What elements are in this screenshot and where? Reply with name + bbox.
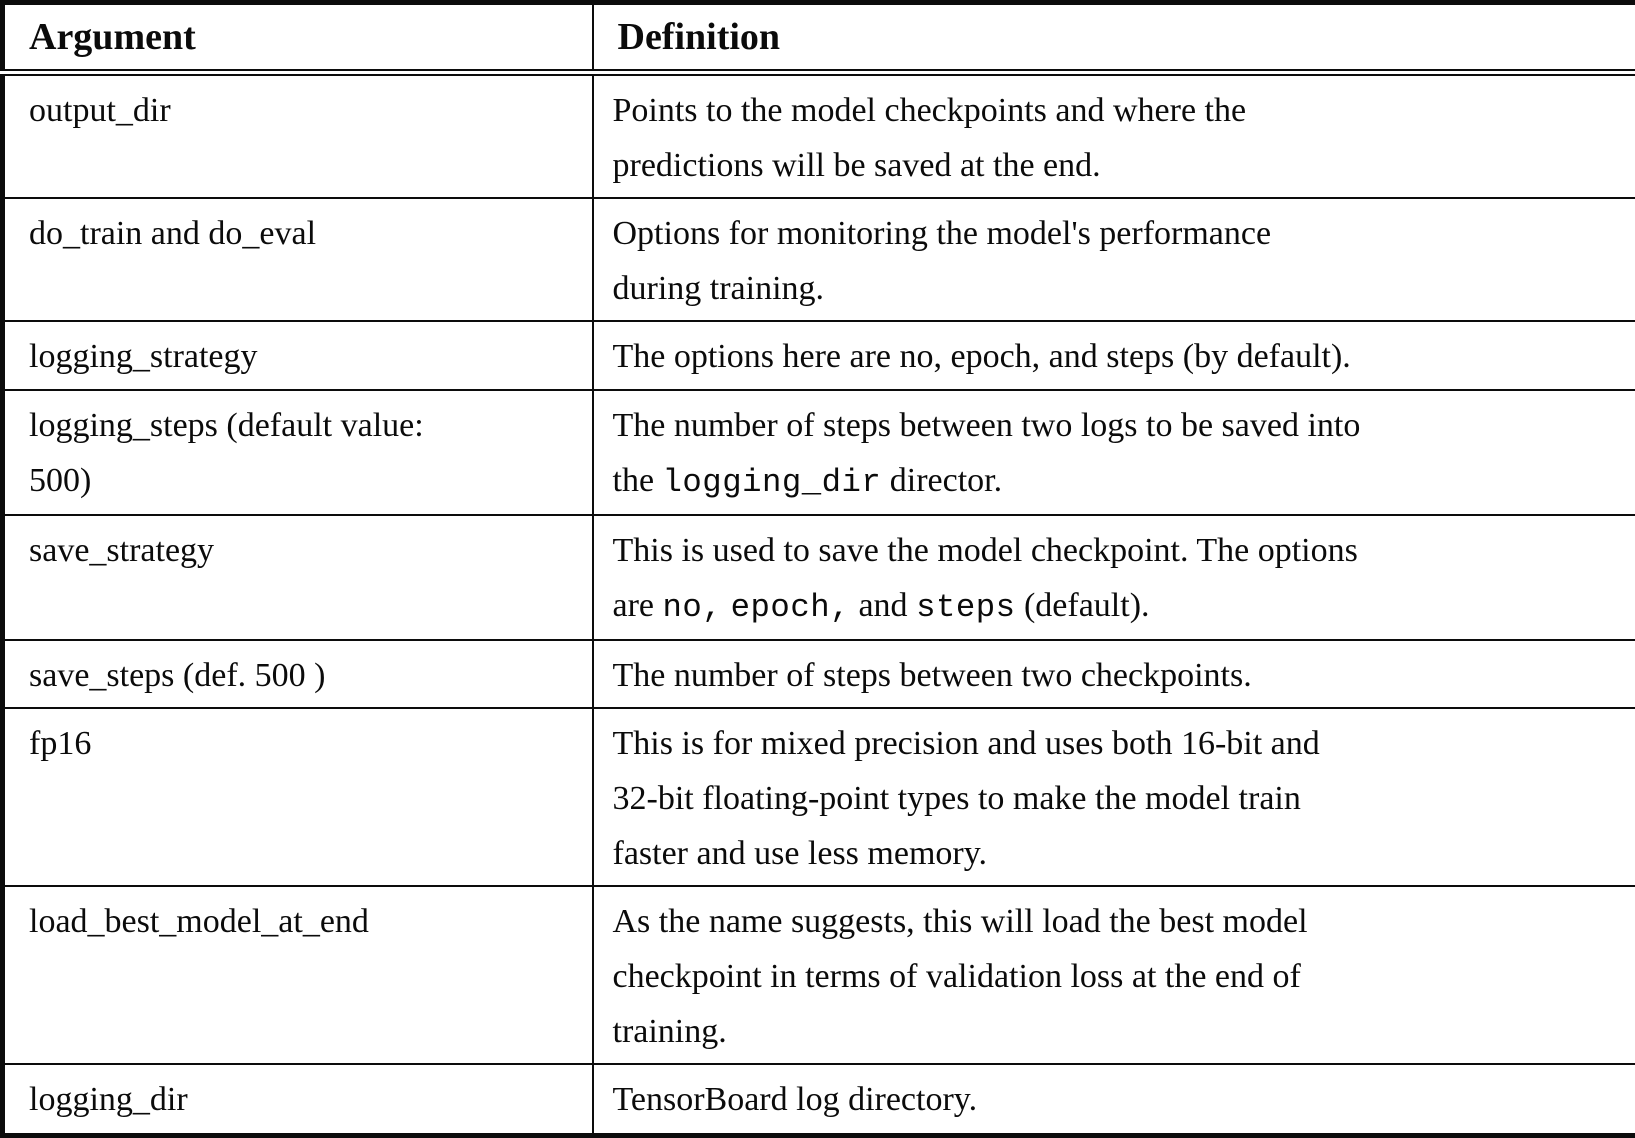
inline-code: logging_dir xyxy=(663,464,882,501)
table-row: save_steps (def. 500 )The number of step… xyxy=(3,640,1635,708)
definition-cell: Points to the model checkpoints and wher… xyxy=(593,73,1635,199)
argument-cell: logging_dir xyxy=(3,1064,593,1135)
argument-cell: do_train and do_eval xyxy=(3,198,593,321)
definition-column-header: Definition xyxy=(593,3,1635,73)
definition-cell: This is used to save the model checkpoin… xyxy=(593,515,1635,640)
table-row: logging_steps (default value: 500)The nu… xyxy=(3,390,1635,515)
inline-code: no, xyxy=(663,589,723,626)
argument-cell: logging_steps (default value: 500) xyxy=(3,390,593,515)
argument-cell: load_best_model_at_end xyxy=(3,886,593,1064)
definition-cell: TensorBoard log directory. xyxy=(593,1064,1635,1135)
definition-cell: The number of steps between two checkpoi… xyxy=(593,640,1635,708)
header-row: Argument Definition xyxy=(3,3,1635,73)
definition-cell: The number of steps between two logs to … xyxy=(593,390,1635,515)
argument-cell: output_dir xyxy=(3,73,593,199)
definition-cell: Options for monitoring the model's perfo… xyxy=(593,198,1635,321)
definition-cell: The options here are no, epoch, and step… xyxy=(593,321,1635,390)
definition-cell: As the name suggests, this will load the… xyxy=(593,886,1635,1064)
argument-column-header: Argument xyxy=(3,3,593,73)
definition-cell: This is for mixed precision and uses bot… xyxy=(593,708,1635,886)
argument-cell: save_steps (def. 500 ) xyxy=(3,640,593,708)
inline-code: steps xyxy=(916,589,1015,626)
inline-code: epoch, xyxy=(731,589,850,626)
argument-cell: fp16 xyxy=(3,708,593,886)
argument-cell: logging_strategy xyxy=(3,321,593,390)
argument-cell: save_strategy xyxy=(3,515,593,640)
